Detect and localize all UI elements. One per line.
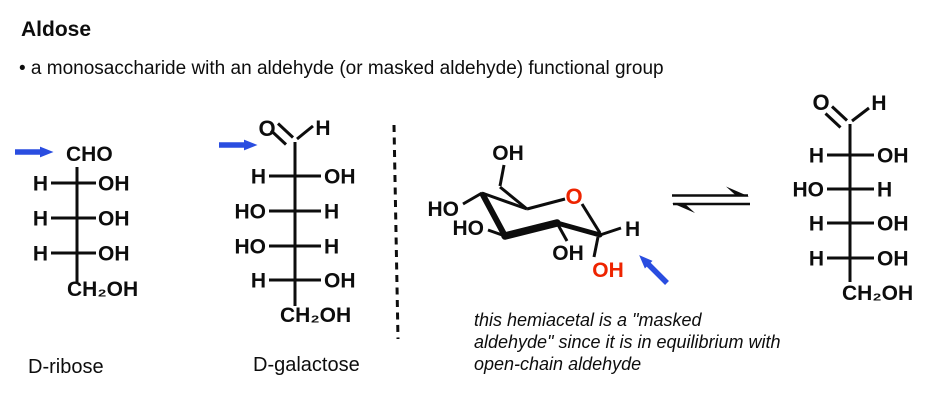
equilibrium-arrows-icon [672, 186, 750, 213]
ribose-row3-right: OH [98, 243, 130, 266]
galactose-carbonyl-o: O [258, 116, 275, 141]
ring-c2-oh-bond [555, 222, 569, 242]
ring-oxygen-label: O [565, 184, 582, 209]
ring-anomeric-oh-bond [592, 236, 600, 258]
openchain-c1-o-doublebond-b [824, 112, 842, 129]
openchain-row2-right: H [877, 179, 892, 202]
ring-c6-oh-bond [498, 164, 506, 187]
openchain-row1-right: OH [877, 145, 909, 168]
ribose-row1-right: OH [98, 173, 130, 196]
ring-c4-c5-bond [481, 191, 528, 211]
openchain-row4-left: H [809, 248, 824, 271]
ring-c4-ho-bond [462, 191, 483, 206]
openchain-c1-o-doublebond-a [830, 105, 849, 122]
openchain-row3-left: H [809, 213, 824, 236]
galactose-row1-right: OH [324, 166, 356, 189]
ring-c5-o-bond [526, 197, 566, 211]
ribose-cho-label: CHO [66, 143, 113, 166]
ring-anomeric-oh-label: OH [592, 259, 624, 282]
hemiacetal-arrow-icon [639, 255, 669, 285]
definition-bullet: • a monosaccharide with an aldehyde (or … [19, 58, 664, 79]
ring-c3-c4-bond [480, 192, 508, 239]
galactose-c1-o-doublebond-b [269, 129, 288, 146]
equilibrium-top-head [726, 186, 749, 197]
openchain-row2-left: HO [793, 179, 825, 202]
ring-c3-ho-label: HO [453, 217, 485, 240]
ribose-row2-left: H [33, 208, 48, 231]
open-chain-structure: O H H OH HO H H OH H OH CH₂OH [793, 90, 914, 305]
openchain-carbonyl-o: O [812, 90, 829, 115]
galactose-row3-left: HO [235, 236, 267, 259]
galactose-ch2oh-label: CH₂OH [280, 304, 351, 327]
section-divider [392, 124, 400, 340]
page-title: Aldose [21, 18, 92, 41]
galactose-row2-right: H [324, 201, 339, 224]
ring-c1-c2-bond [554, 220, 603, 238]
ring-c2-oh-label: OH [552, 242, 584, 265]
ribose-row2-right: OH [98, 208, 130, 231]
hemiacetal-caption: this hemiacetal is a "masked aldehyde" s… [474, 309, 781, 375]
galactose-row4-left: H [251, 270, 266, 293]
ring-c4-ho-label: HO [428, 198, 460, 221]
galactose-row1-left: H [251, 166, 266, 189]
galactose-structure: O H H OH HO H HO H H OH CH₂OH D-galactos… [219, 116, 360, 376]
openchain-carbonyl-h: H [871, 92, 886, 115]
ribose-ch2oh-label: CH₂OH [67, 278, 138, 301]
galactose-c1-h-bond [296, 124, 314, 141]
ribose-row3-left: H [33, 243, 48, 266]
ring-anomeric-h-label: H [625, 218, 640, 241]
galactose-row2-left: HO [235, 201, 267, 224]
ring-o-c1-bond [580, 203, 602, 234]
ribose-row1-left: H [33, 173, 48, 196]
galactose-row4-right: OH [324, 270, 356, 293]
galactose-carbonyl-h: H [315, 117, 330, 140]
openchain-row3-right: OH [877, 213, 909, 236]
caption-line-2: aldehyde" since it is in equilibrium wit… [474, 332, 781, 352]
openchain-row1-left: H [809, 145, 824, 168]
ring-c6-oh-label: OH [492, 142, 524, 165]
caption-line-1: this hemiacetal is a "masked [474, 310, 702, 330]
caption-line-3: open-chain aldehyde [474, 354, 642, 374]
galactose-row3-right: H [324, 236, 339, 259]
openchain-ch2oh-label: CH₂OH [842, 282, 913, 305]
ring-c6-c5-bond [499, 185, 528, 211]
openchain-c1-h-bond [851, 106, 870, 123]
ribose-name: D-ribose [28, 356, 104, 378]
ring-anomeric-h-bond [599, 226, 622, 237]
galactose-name: D-galactose [253, 354, 360, 376]
openchain-row4-right: OH [877, 248, 909, 271]
equilibrium-bottom-head [672, 203, 695, 213]
ring-c2-c3-bond [501, 219, 561, 240]
pyranose-ring-structure: OH O HO HO OH H OH [428, 142, 669, 285]
ring-c3-ho-bond [487, 228, 506, 238]
ribose-structure: CHO H OH H OH H OH CH₂OH D-ribose [15, 143, 138, 378]
galactose-c1-o-doublebond-a [276, 122, 295, 139]
